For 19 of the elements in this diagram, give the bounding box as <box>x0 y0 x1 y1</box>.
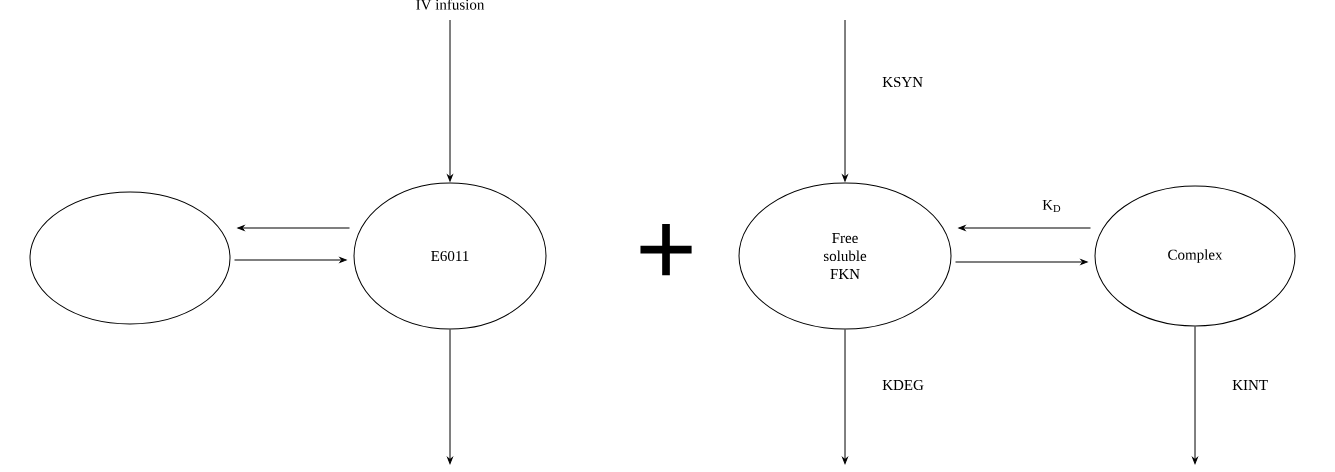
arrow <box>1192 326 1198 465</box>
edge-label: KINT <box>1232 380 1268 390</box>
edge-label: KDEG <box>882 379 924 391</box>
arrow <box>842 19 848 182</box>
plus-sign: + <box>640 223 692 276</box>
arrow <box>447 329 453 465</box>
ellipse-node: Free soluble FKN <box>738 182 952 330</box>
edge-label: KSYN <box>882 76 923 88</box>
arrow <box>447 19 453 182</box>
arrow <box>842 329 848 465</box>
arrow <box>237 225 350 231</box>
empty-ellipse <box>29 191 231 325</box>
arrow <box>234 257 347 263</box>
edge-label: IV infusion <box>416 0 485 10</box>
edge-label: K$_{D}$ <box>1042 200 1061 212</box>
arrow <box>955 259 1088 265</box>
arrow <box>958 225 1091 231</box>
ellipse-node: Complex <box>1094 185 1296 327</box>
ellipse-node: E6011 <box>353 182 547 330</box>
